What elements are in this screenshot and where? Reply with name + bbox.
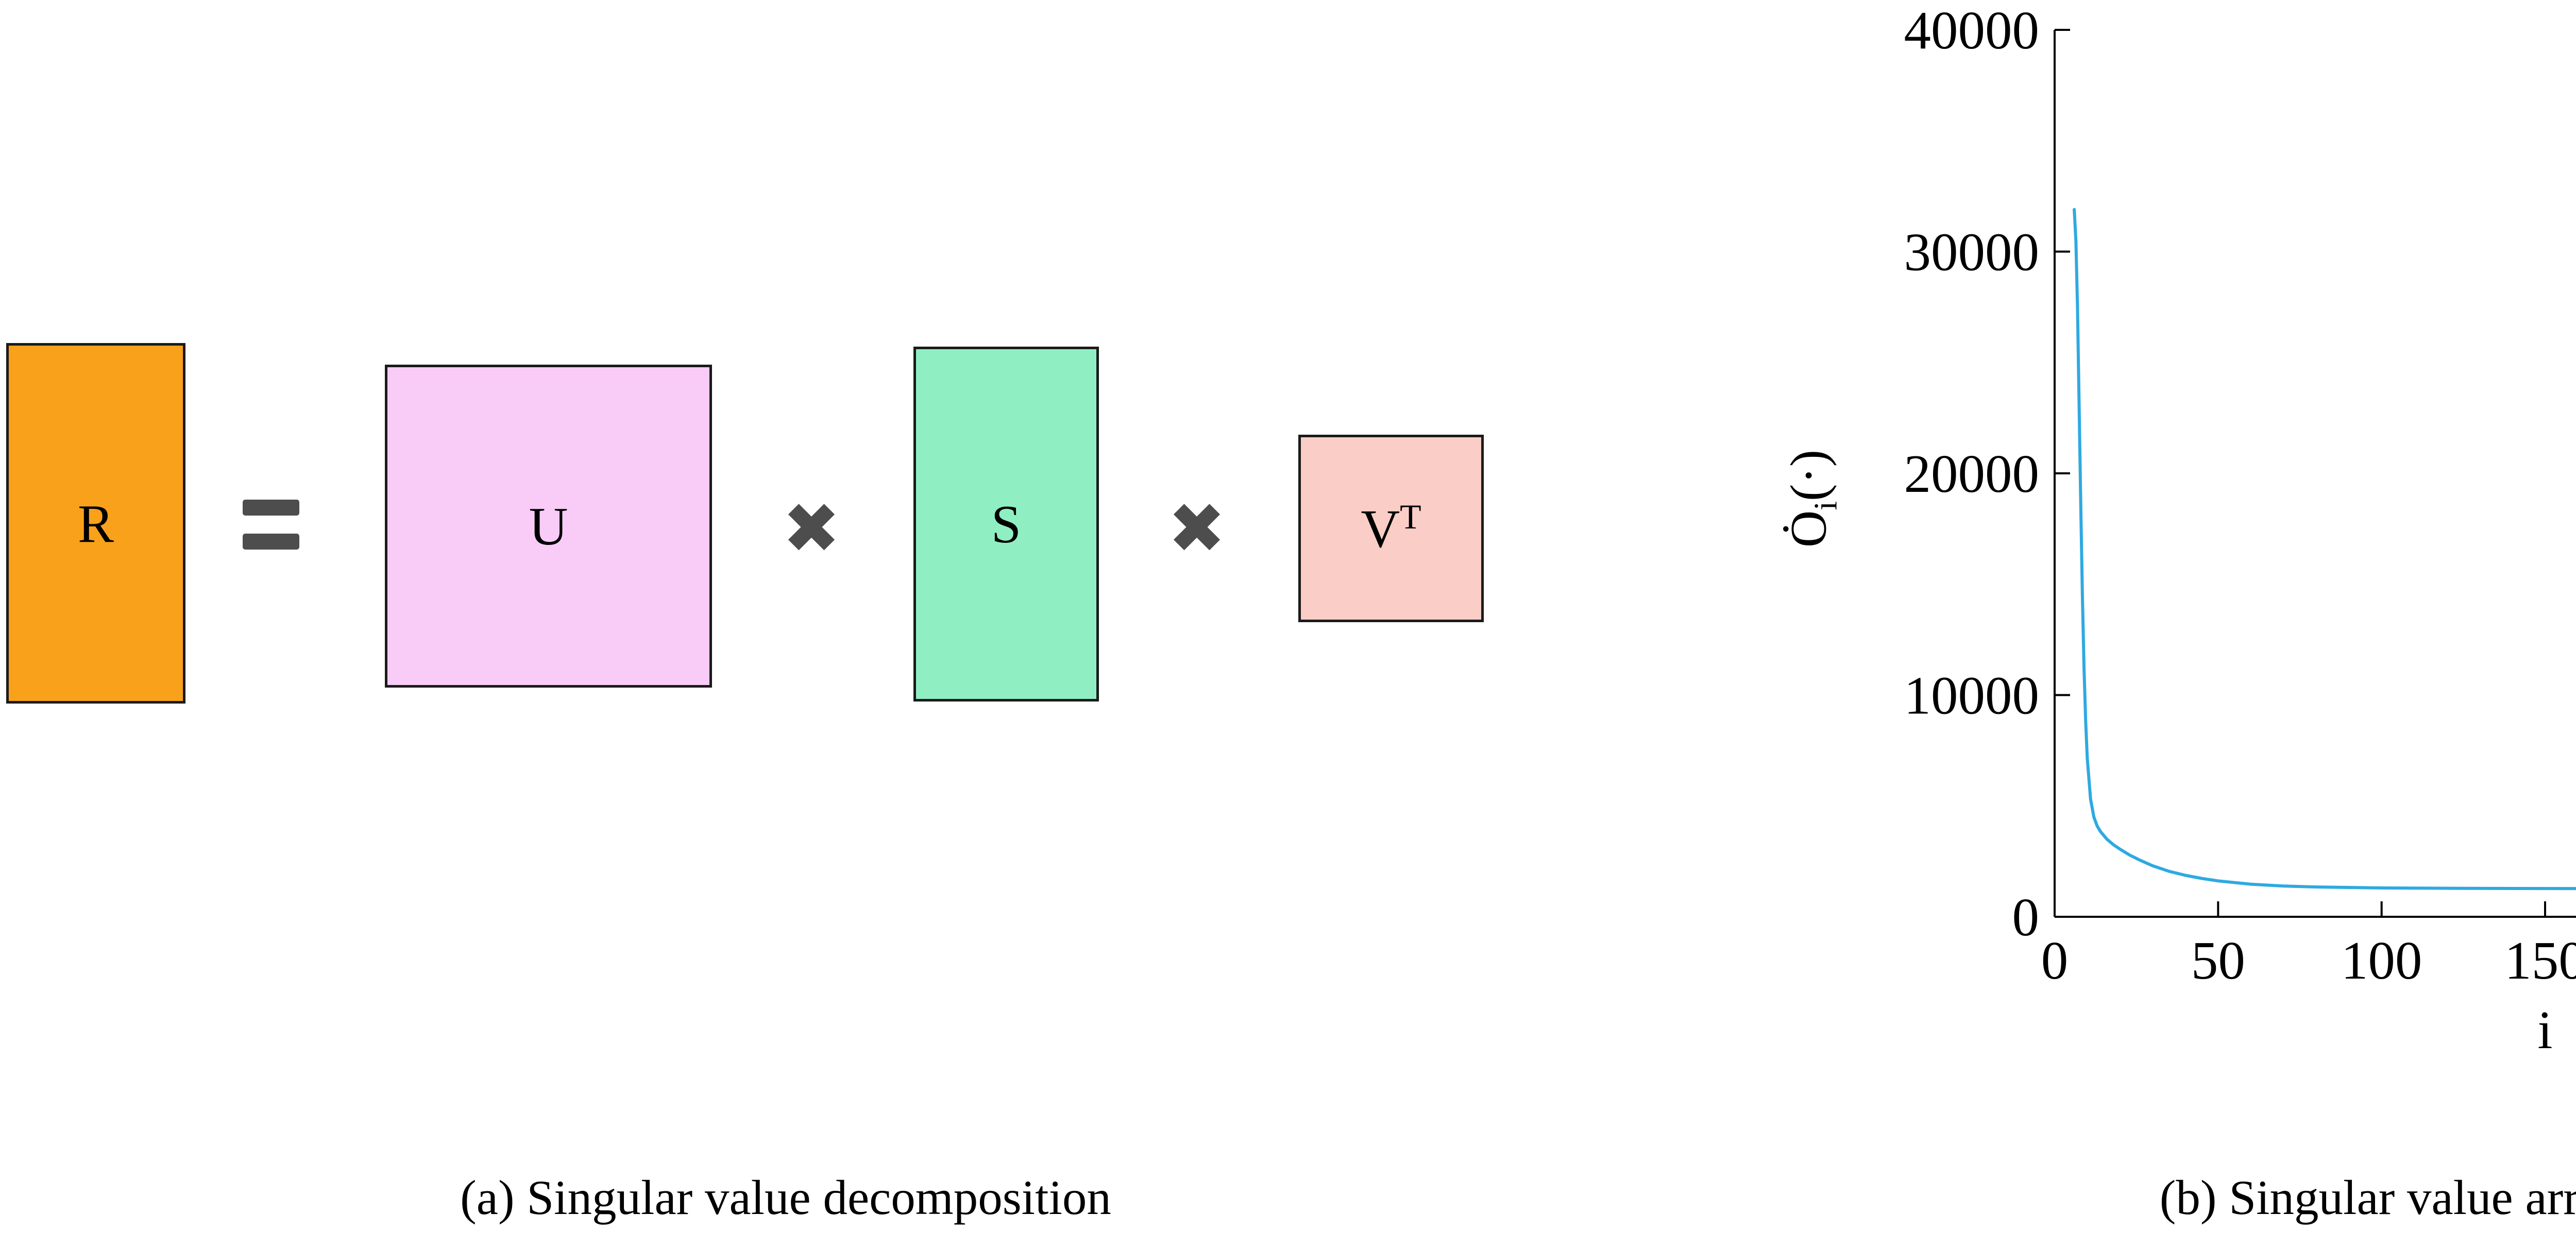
y-axis-label-rest: (·) <box>1780 450 1837 501</box>
equals-bar-bottom <box>243 534 299 550</box>
y-tick-label: 20000 <box>1904 443 2040 504</box>
y-axis-label: Ȯi(·) <box>1779 450 1844 547</box>
chart-canvas: 050100150200250300010000200003000040000i <box>1904 0 2576 1060</box>
matrix-R: R <box>6 343 185 704</box>
x-axis-title: i <box>2537 1000 2552 1060</box>
x-tick-label: 150 <box>2504 930 2576 990</box>
matrix-R-label: R <box>77 493 114 554</box>
matrix-S: S <box>913 347 1099 702</box>
matrix-VT-base: V <box>1361 498 1400 559</box>
y-tick-label: 10000 <box>1904 665 2040 726</box>
y-axis-label-sub: i <box>1807 501 1844 510</box>
multiply-icon: ✖ <box>1167 488 1226 569</box>
singular-value-curve <box>2073 208 2576 891</box>
multiply-icon: ✖ <box>782 488 841 569</box>
matrix-U-label: U <box>529 496 568 556</box>
x-tick-label: 100 <box>2341 930 2422 990</box>
matrix-U: U <box>385 365 712 688</box>
equals-bar-top <box>243 500 299 516</box>
equals-icon <box>243 500 299 550</box>
caption-b: (b) Singular value arrangement <box>2159 1170 2576 1225</box>
matrix-S-label: S <box>991 494 1022 554</box>
caption-a: (a) Singular value decomposition <box>460 1170 1111 1225</box>
matrix-VT: VT <box>1298 435 1484 622</box>
x-tick-label: 50 <box>2191 930 2245 990</box>
y-tick-label: 30000 <box>1904 222 2040 282</box>
y-tick-label: 0 <box>2012 887 2040 947</box>
y-tick-label: 40000 <box>1904 0 2040 60</box>
y-axis-label-base: Ȯ <box>1780 510 1837 547</box>
matrix-VT-superscript: T <box>1400 497 1421 536</box>
matrix-VT-label: VT <box>1361 498 1421 560</box>
x-tick-label: 0 <box>2041 930 2069 990</box>
